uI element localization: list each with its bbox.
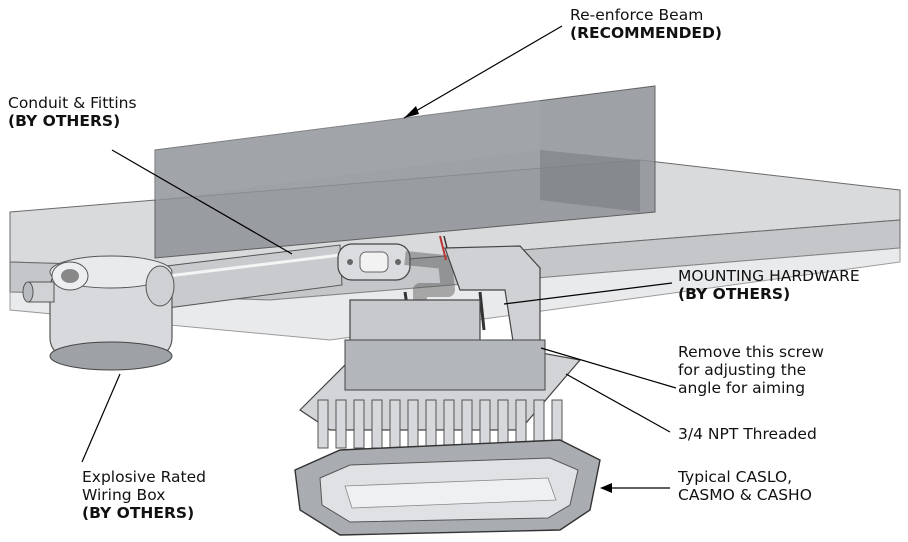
leader-wiring-box [81,373,121,463]
label-beam-text: Re-enforce Beam [570,6,704,24]
label-wiring-line1: Explosive Rated [82,468,206,486]
label-screw-line3: angle for aiming [678,379,806,397]
label-fixture-models: Typical CASLO, CASMO & CASHO [678,468,812,504]
leader-conduit [111,149,293,255]
label-mounting-text: MOUNTING HARDWARE [678,267,860,285]
label-wiring-box: Explosive Rated Wiring Box (BY OTHERS) [82,468,206,522]
label-npt-text: 3/4 NPT Threaded [678,425,817,443]
label-npt-threaded: 3/4 NPT Threaded [678,425,817,443]
label-screw-line1: Remove this screw [678,343,824,361]
label-conduit-text: Conduit & Fittins [8,94,137,112]
wiring-box [22,255,175,371]
leader-beam [403,25,563,119]
label-fixture-line2: CASMO & CASHO [678,486,812,504]
label-mounting-note: (BY OTHERS) [678,285,791,303]
arrowhead-beam [404,106,419,118]
label-wiring-note: (BY OTHERS) [82,504,195,522]
leader-lines [81,25,677,489]
label-wiring-line2: Wiring Box [82,486,166,504]
leader-npt [565,373,671,433]
label-beam-note: (RECOMMENDED) [570,24,722,42]
light-fixture [294,299,601,536]
label-fixture-line1: Typical CASLO, [678,468,793,486]
label-remove-screw: Remove this screw for adjusting the angl… [678,343,824,397]
label-screw-line2: for adjusting the [678,361,807,379]
reinforce-beam [154,85,656,259]
label-conduit-note: (BY OTHERS) [8,112,121,130]
arrowhead-fixture [600,483,612,493]
label-conduit: Conduit & Fittins (BY OTHERS) [8,94,137,130]
leader-mounting [503,282,673,305]
label-reinforce-beam: Re-enforce Beam (RECOMMENDED) [570,6,722,42]
leader-screw [540,347,677,389]
label-mounting-hardware: MOUNTING HARDWARE (BY OTHERS) [678,267,860,303]
